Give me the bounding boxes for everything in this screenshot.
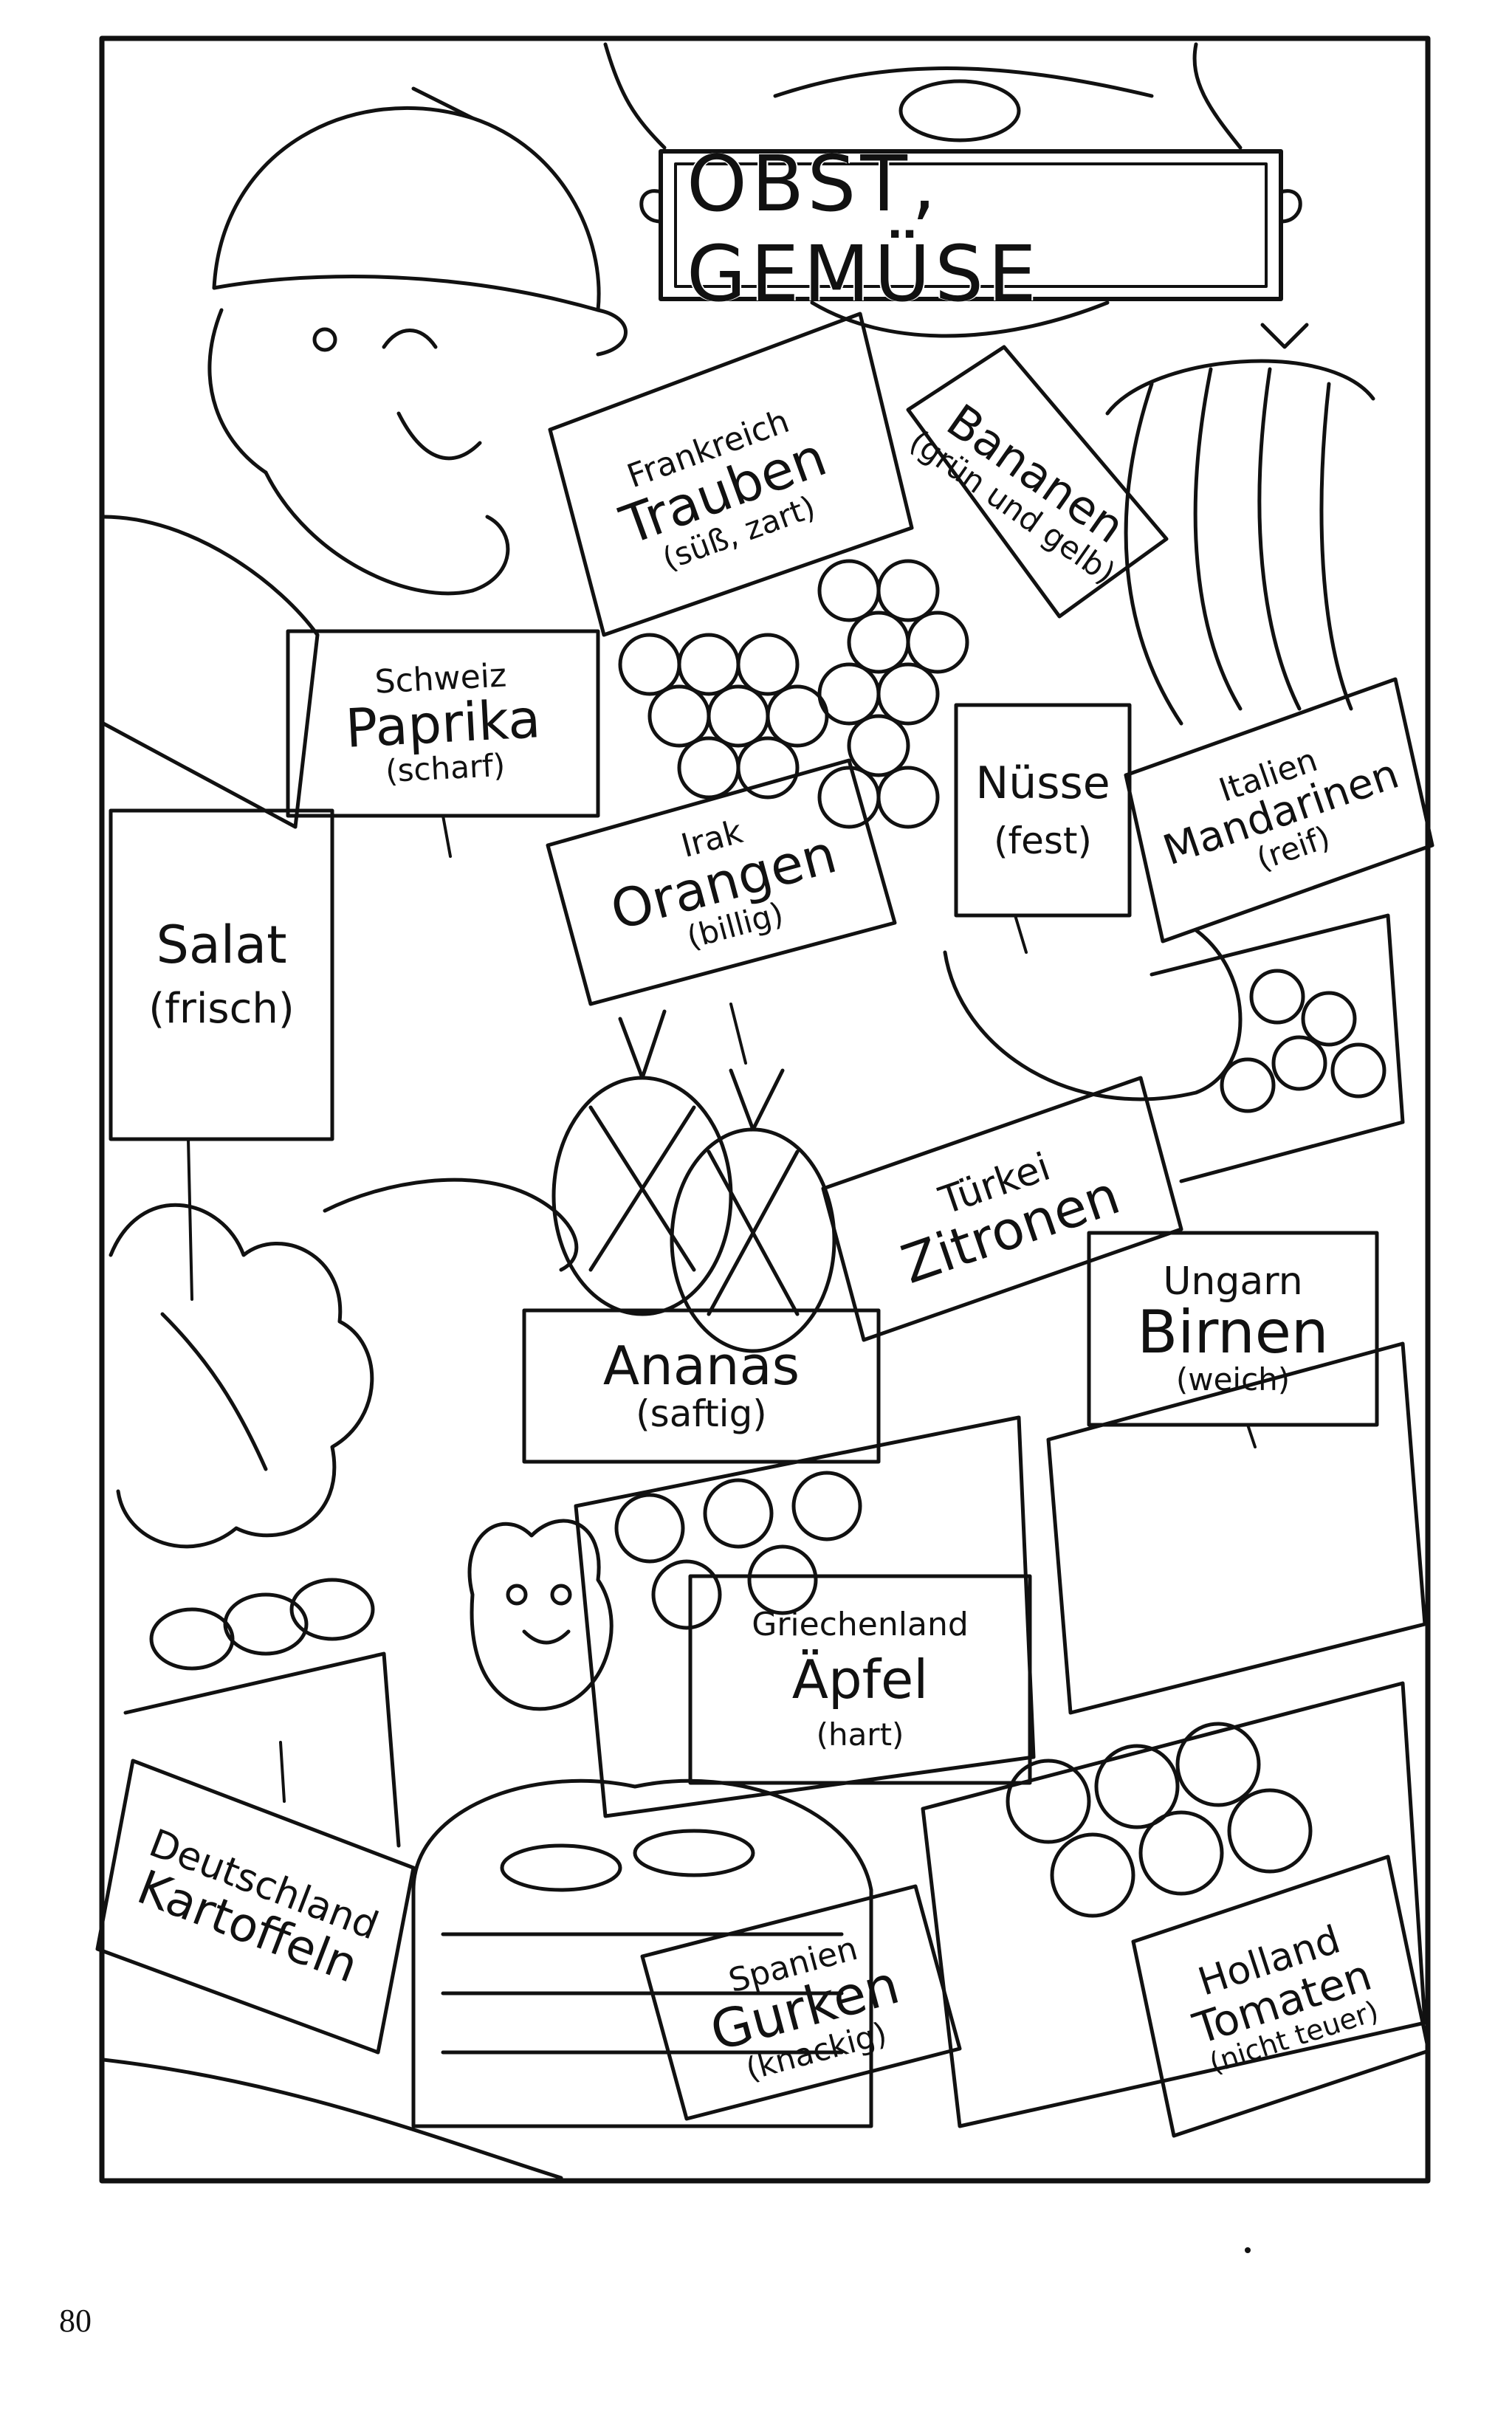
sign-product: Ananas <box>602 1335 800 1398</box>
sign-board-orangen <box>546 758 897 1006</box>
sign-aepfel: Griechenland Äpfel (hart) <box>690 1576 1030 1783</box>
vendor <box>101 86 628 829</box>
sign-board-kartoffeln <box>95 1759 416 2055</box>
produce-crates <box>123 913 1427 2128</box>
sign-board-nuesse <box>954 703 1132 918</box>
shop-sign-title: OBST, GEMÜSE <box>687 139 1041 319</box>
floor-line <box>101 2058 563 2180</box>
sign-note: (frisch) <box>148 984 295 1033</box>
sign-product: Paprika <box>343 687 543 760</box>
sign-ananas: Ananas (saftig) <box>524 1310 879 1462</box>
illustration-frame <box>99 35 1431 2184</box>
sign-birnen: Ungarn Birnen (weich) <box>1089 1233 1377 1425</box>
sign-board-zitronen <box>821 1076 1183 1342</box>
sign-product: Salat <box>156 915 287 976</box>
shop-sign <box>603 42 1302 338</box>
sign-paprika: Schweiz Paprika (scharf) <box>284 623 603 824</box>
sign-board-tomaten <box>1131 1854 1431 2138</box>
sign-board-birnen <box>1087 1231 1379 1427</box>
sign-note: (saftig) <box>636 1392 767 1436</box>
sign-board-salat <box>109 808 334 1141</box>
sign-board-ananas <box>522 1308 881 1464</box>
ink-dot <box>1245 2247 1251 2253</box>
sign-boards <box>95 312 1434 2138</box>
sign-country: Ungarn <box>1163 1259 1303 1304</box>
page-number: 80 <box>59 2303 92 2339</box>
sign-board-trauben <box>548 312 914 637</box>
sign-product: Nüsse <box>975 757 1110 809</box>
sign-product: Äpfel <box>791 1649 929 1711</box>
sign-note: (scharf) <box>384 746 506 789</box>
sign-board-aepfel <box>688 1574 1032 1785</box>
sign-posts <box>187 814 1257 1803</box>
sign-board-bananen <box>906 345 1169 619</box>
sign-country: Griechenland <box>752 1606 969 1644</box>
sign-note: (weich) <box>1175 1361 1291 1398</box>
sign-nuesse: Nüsse (fest) <box>956 705 1130 915</box>
sign-note: (hart) <box>816 1716 904 1753</box>
sign-board-gurken <box>640 1884 962 2121</box>
lettuce-and-pineapples <box>109 1009 836 1549</box>
sign-note: (fest) <box>993 819 1093 862</box>
sign-salat: Salat (frisch) <box>111 811 332 1139</box>
bananas <box>1105 323 1375 726</box>
sign-board-mandarinen <box>1124 677 1434 943</box>
cat <box>467 1519 614 1711</box>
grapes <box>618 559 969 829</box>
sign-product: Birnen <box>1137 1298 1329 1367</box>
